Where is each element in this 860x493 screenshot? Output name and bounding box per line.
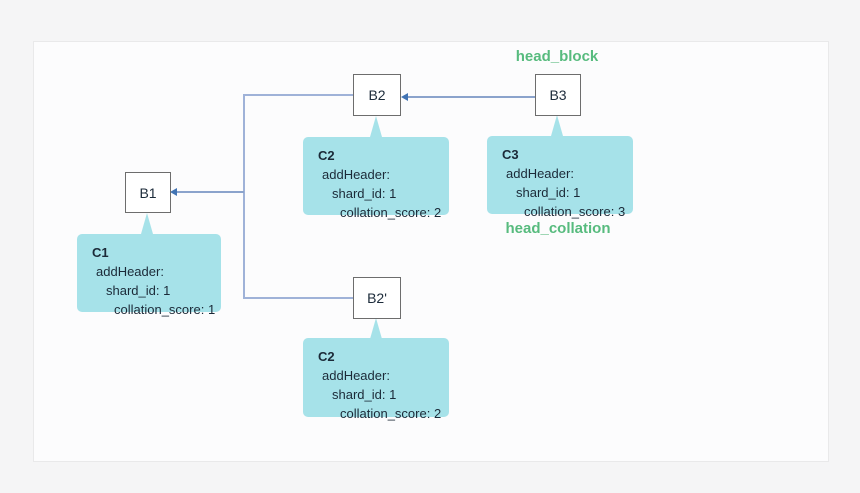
- collation-line: shard_id: 1: [332, 387, 397, 402]
- block-node-b1: B1: [125, 172, 171, 213]
- collation-line: addHeader:: [96, 264, 164, 279]
- collation-line: shard_id: 1: [106, 283, 171, 298]
- collation-line: shard_id: 1: [332, 186, 397, 201]
- collation-line: collation_score: 2: [340, 205, 442, 220]
- collation-line: addHeader:: [322, 368, 390, 383]
- collation-title: C3: [502, 147, 519, 162]
- collation-line: addHeader:: [506, 166, 574, 181]
- callout-pointer-c3: [551, 115, 563, 136]
- connector-trunk-vertical: [243, 94, 245, 299]
- connector-trunk-to-b2: [243, 94, 353, 96]
- callout-pointer-c1: [141, 213, 153, 234]
- collation-box-c2-bottom: C2 addHeader: shard_id: 1 collation_scor…: [303, 338, 449, 421]
- block-label-b3: B3: [549, 87, 567, 103]
- annotation-head-collation: head_collation: [505, 220, 611, 237]
- block-node-b2: B2: [353, 74, 401, 116]
- collation-box-c1: C1 addHeader: shard_id: 1 collation_scor…: [77, 234, 221, 317]
- collation-title: C2: [318, 349, 335, 364]
- collation-line: collation_score: 3: [524, 204, 626, 219]
- collation-line: addHeader:: [322, 167, 390, 182]
- collation-line: shard_id: 1: [516, 185, 581, 200]
- callout-pointer-c2-bottom: [370, 318, 382, 339]
- block-label-b2-prime: B2': [367, 290, 387, 306]
- annotation-head-block: head_block: [515, 48, 599, 65]
- arrowhead-into-b1: [170, 188, 177, 196]
- connector-b3-to-b2: [407, 96, 535, 98]
- collation-box-c3: C3 addHeader: shard_id: 1 collation_scor…: [487, 136, 633, 219]
- arrowhead-into-b2: [401, 93, 408, 101]
- connector-trunk-to-b1: [176, 191, 244, 193]
- collation-line: collation_score: 2: [340, 406, 442, 421]
- block-node-b2-prime: B2': [353, 277, 401, 319]
- block-node-b3: B3: [535, 74, 581, 116]
- collation-line: collation_score: 1: [114, 302, 216, 317]
- collation-title: C2: [318, 148, 335, 163]
- callout-pointer-c2-top: [370, 116, 382, 137]
- block-label-b2: B2: [368, 87, 386, 103]
- collation-title: C1: [92, 245, 109, 260]
- connector-trunk-to-b2prime: [243, 297, 353, 299]
- collation-box-c2-top: C2 addHeader: shard_id: 1 collation_scor…: [303, 137, 449, 220]
- block-label-b1: B1: [139, 184, 157, 201]
